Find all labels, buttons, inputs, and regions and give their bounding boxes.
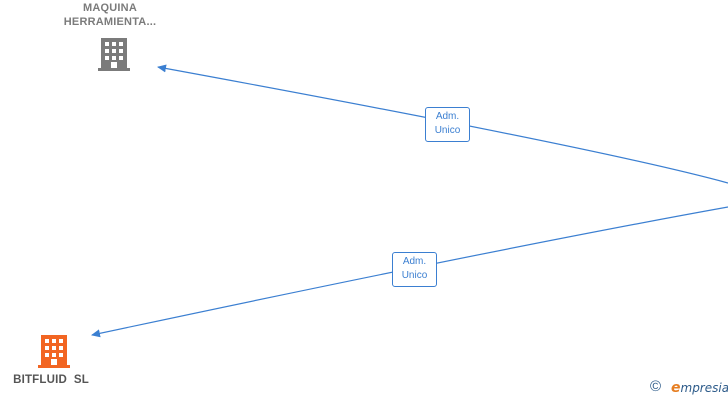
edge-line-adm-unico-bitfluid — [91, 206, 728, 338]
node-label-bitfluid[interactable]: BITFLUID SL — [0, 373, 102, 387]
node-label-line: HERRAMIENTA... — [63, 16, 157, 28]
brand-initial: e — [671, 380, 681, 396]
building-icon[interactable] — [38, 335, 70, 368]
copyright-icon: © — [650, 378, 662, 395]
node-label-line: BITFLUID SL — [13, 374, 89, 386]
edge-label-adm-unico-top[interactable]: Adm. Unico — [425, 107, 470, 142]
brand-rest: mpresia — [680, 381, 728, 395]
edge-line-adm-unico-maquina — [157, 64, 728, 184]
edge-label-adm-unico-bottom[interactable]: Adm. Unico — [392, 252, 437, 287]
node-label-line: MAQUINA — [83, 2, 137, 14]
edge-label-line: Adm. — [402, 256, 427, 267]
edge-label-line: Unico — [434, 125, 461, 136]
edge-label-line: Adm. — [435, 111, 460, 122]
edge-label-line: Unico — [401, 270, 428, 281]
node-label-maquina[interactable]: MAQUINA HERRAMIENTA... — [50, 1, 170, 29]
building-icon[interactable] — [98, 38, 130, 71]
empresia-logo[interactable]: empresia — [671, 380, 728, 396]
